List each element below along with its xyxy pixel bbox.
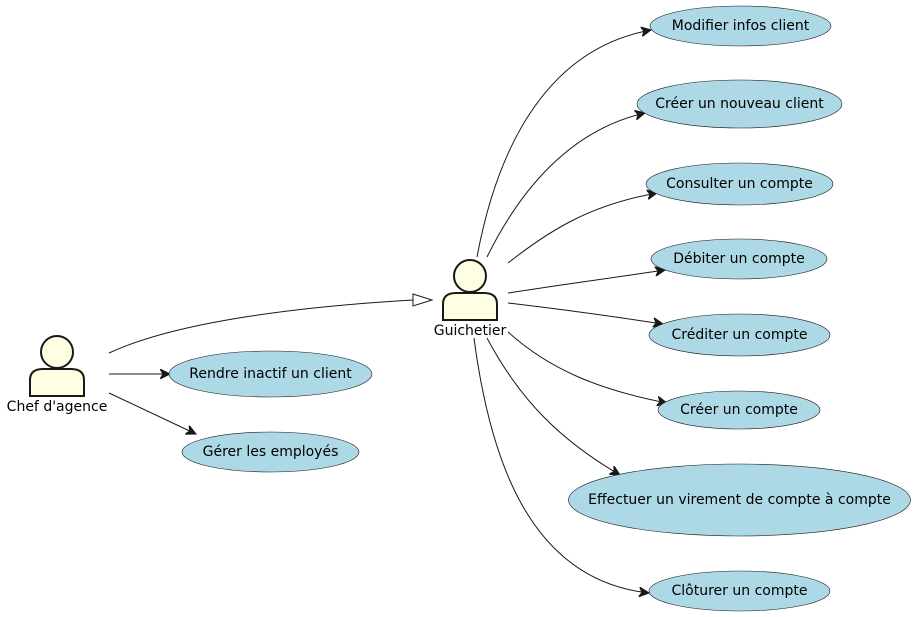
use-case-label: Modifier infos client bbox=[672, 18, 810, 34]
use-case-gerer-employes[interactable]: Gérer les employés bbox=[181, 431, 360, 473]
edge-chef-gerer-employes bbox=[108, 392, 196, 434]
use-case-label: Rendre inactif un client bbox=[189, 366, 352, 382]
edge-guichetier-creer-nouveau-client bbox=[486, 113, 645, 258]
use-case-label: Gérer les employés bbox=[203, 444, 339, 460]
person-icon bbox=[442, 259, 498, 321]
use-case-debiter-compte[interactable]: Débiter un compte bbox=[650, 238, 828, 280]
use-case-label: Débiter un compte bbox=[673, 251, 805, 267]
actor-label: Chef d'agence bbox=[7, 399, 108, 415]
actor-chef-d-agence[interactable]: Chef d'agence bbox=[7, 335, 108, 415]
use-case-creer-compte[interactable]: Créer un compte bbox=[657, 390, 821, 430]
use-case-label: Créditer un compte bbox=[671, 327, 807, 343]
use-case-rendre-inactif-client[interactable]: Rendre inactif un client bbox=[168, 350, 373, 398]
person-icon bbox=[29, 335, 85, 397]
actor-label: Guichetier bbox=[434, 323, 507, 339]
use-case-label: Créer un nouveau client bbox=[655, 96, 824, 112]
use-case-label: Créer un compte bbox=[680, 402, 798, 418]
use-case-effectuer-virement[interactable]: Effectuer un virement de compte à compte bbox=[568, 463, 911, 537]
use-case-modifier-infos-client[interactable]: Modifier infos client bbox=[649, 5, 832, 47]
edge-guichetier-cloturer-compte bbox=[473, 337, 649, 593]
edges bbox=[108, 30, 667, 593]
edge-guichetier-consulter-compte bbox=[507, 193, 657, 264]
use-case-consulter-compte[interactable]: Consulter un compte bbox=[645, 162, 834, 206]
edge-guichetier-creer-compte bbox=[507, 331, 667, 403]
edge-guichetier-debiter-compte bbox=[507, 270, 665, 294]
use-case-cloturer-compte[interactable]: Clôturer un compte bbox=[648, 570, 831, 612]
use-case-crediter-compte[interactable]: Créditer un compte bbox=[648, 313, 831, 357]
generalization-arrowhead bbox=[412, 293, 434, 307]
actor-guichetier[interactable]: Guichetier bbox=[434, 259, 507, 339]
use-case-label: Effectuer un virement de compte à compte bbox=[588, 492, 891, 508]
use-case-label: Clôturer un compte bbox=[672, 583, 808, 599]
edge-guichetier-modifier-infos-client bbox=[476, 30, 651, 258]
edge-chef-guichetier-generalization bbox=[108, 299, 414, 354]
edge-guichetier-effectuer-virement bbox=[486, 337, 620, 475]
use-case-label: Consulter un compte bbox=[666, 176, 813, 192]
use-case-creer-nouveau-client[interactable]: Créer un nouveau client bbox=[636, 79, 843, 129]
edge-guichetier-crediter-compte bbox=[507, 302, 663, 324]
